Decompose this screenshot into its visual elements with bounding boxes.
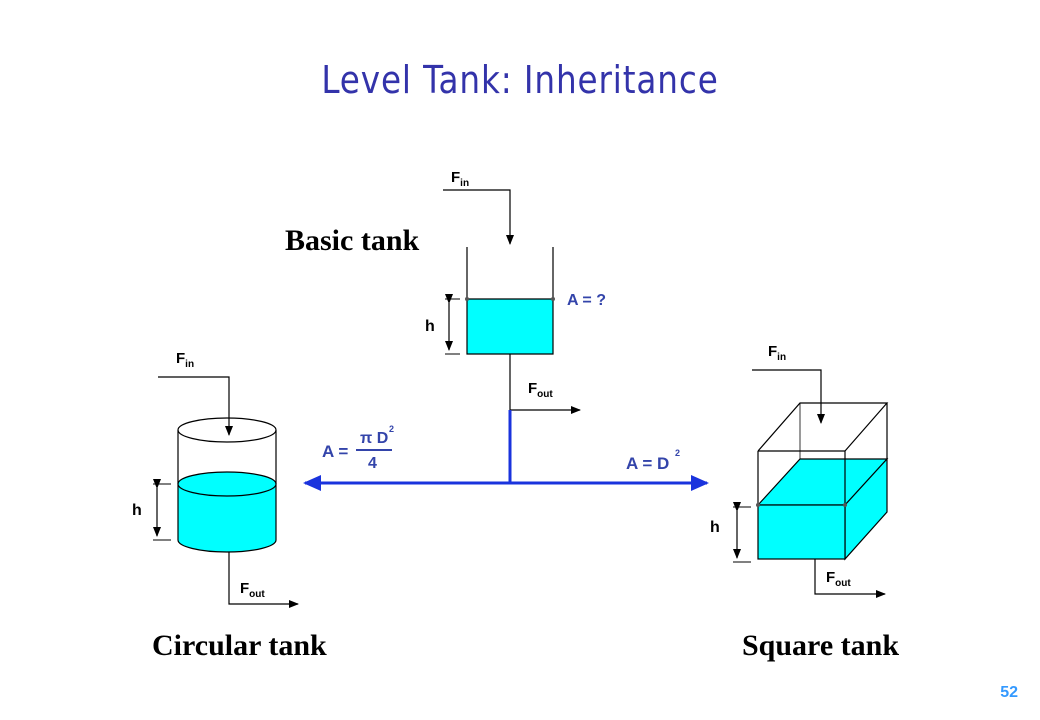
basic-tank-outflow-arrow <box>509 354 581 414</box>
circular-tank-inflow-arrow <box>158 376 233 436</box>
inheritance-arrows <box>303 410 709 491</box>
circular-tank-fout-label: Fout <box>240 580 265 600</box>
circular-tank-outflow-arrow <box>228 552 299 608</box>
square-tank-water-front <box>757 504 846 560</box>
basic-tank-fout-label: Fout <box>528 380 553 400</box>
square-tank-outflow-arrow <box>814 559 886 598</box>
svg-text:2: 2 <box>389 424 394 434</box>
circular-tank-h-label: h <box>132 502 142 519</box>
basic-tank-h-label: h <box>425 318 435 335</box>
page-number: 52 <box>1000 684 1018 701</box>
svg-text:A =: A = <box>322 442 348 461</box>
square-tank-fin-label: Fin <box>768 343 786 363</box>
circular-tank: Fin Fout h <box>132 350 299 608</box>
basic-tank-caption: Basic tank <box>285 224 420 257</box>
square-tank-inflow-arrow <box>752 369 825 424</box>
svg-text:A = D: A = D <box>626 454 669 473</box>
circular-tank-water-surface <box>177 471 277 497</box>
square-tank-rim <box>757 402 889 452</box>
square-tank-h-label: h <box>710 519 720 536</box>
svg-text:2: 2 <box>675 448 680 458</box>
circular-area-formula: A = π D 2 4 <box>322 424 394 472</box>
svg-text:4: 4 <box>368 455 377 472</box>
basic-tank-inflow-arrow <box>443 189 514 245</box>
basic-tank-fin-label: Fin <box>451 169 469 189</box>
square-tank: Fin Fout h <box>710 343 889 598</box>
basic-tank-water <box>467 299 553 354</box>
square-tank-caption: Square tank <box>742 629 900 662</box>
slide-title: Level Tank: Inheritance <box>321 58 719 102</box>
circular-tank-caption: Circular tank <box>152 629 327 662</box>
svg-text:π D: π D <box>360 430 388 447</box>
square-area-formula: A = D 2 <box>626 448 680 473</box>
basic-tank-area-label: A = ? <box>567 292 606 309</box>
circular-tank-fin-label: Fin <box>176 350 194 370</box>
square-tank-fout-label: Fout <box>826 569 851 589</box>
circular-tank-water <box>177 483 277 553</box>
basic-tank: Fin Fout h A = ? <box>425 169 606 414</box>
circular-tank-rim <box>177 417 277 443</box>
